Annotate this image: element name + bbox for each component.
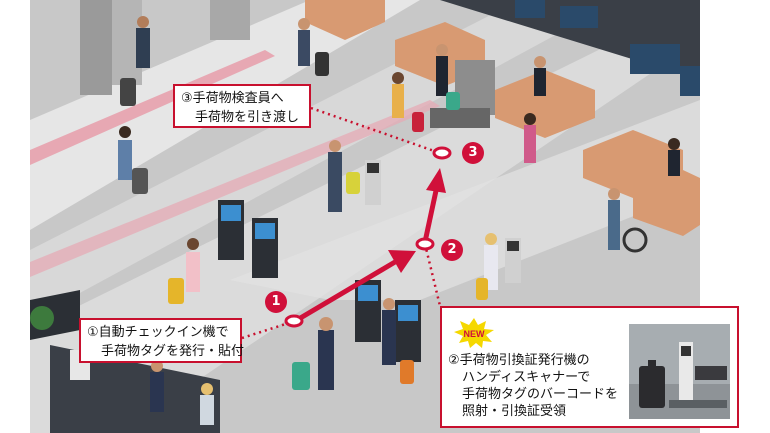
flight-board (515, 0, 545, 18)
flight-board (560, 6, 598, 28)
step-3-marker: 3 (462, 142, 484, 164)
route-arrows (295, 168, 446, 323)
checkin-counters (305, 0, 700, 236)
step-2-line-3: 手荷物タグのバーコードを (462, 387, 619, 402)
step-3-line-1: ③手荷物検査員へ (181, 91, 284, 106)
step-1-line-2: 手荷物タグを発行・貼付 (101, 344, 245, 359)
pillar (210, 0, 250, 40)
step-2-callout: NEW ②手荷物引換証発行機の ハンディスキャナーで 手荷物タグのバーコードを … (440, 306, 739, 428)
baggage-belt (430, 108, 490, 128)
step-1-marker: 1 (265, 291, 287, 313)
pillar (80, 0, 112, 95)
scanner-photo (629, 324, 730, 419)
people (70, 16, 680, 425)
new-badge-icon: NEW (454, 318, 494, 348)
step-2-line-2: ハンディスキャナーで (462, 370, 591, 385)
step-3-callout: ③手荷物検査員へ 手荷物を引き渡し (173, 84, 311, 128)
flight-board (680, 66, 700, 96)
step-2-line-1: ②手荷物引換証発行機の (448, 353, 590, 368)
step-2-marker: 2 (441, 239, 463, 261)
step-3-line-2: 手荷物を引き渡し (195, 110, 300, 125)
seating-area (30, 290, 220, 433)
connector-lines (241, 106, 442, 340)
scanner-photo-illustration (629, 324, 730, 419)
step-2-line-4: 照射・引換証受領 (462, 404, 567, 419)
step-1-callout: ①自動チェックイン機で 手荷物タグを発行・貼付 (79, 318, 245, 363)
flight-board (630, 44, 680, 74)
waypoint-markers (284, 146, 452, 328)
step-2-text: ②手荷物引換証発行機の ハンディスキャナーで 手荷物タグのバーコードを 照射・引… (448, 352, 626, 420)
new-badge-text: NEW (464, 329, 486, 339)
step-1-line-1: ①自動チェックイン機で (87, 325, 229, 340)
carpet-line (30, 50, 275, 165)
baggage-scanner (455, 60, 495, 115)
checkin-kiosks (218, 160, 521, 362)
walkway-stripe (230, 100, 700, 300)
